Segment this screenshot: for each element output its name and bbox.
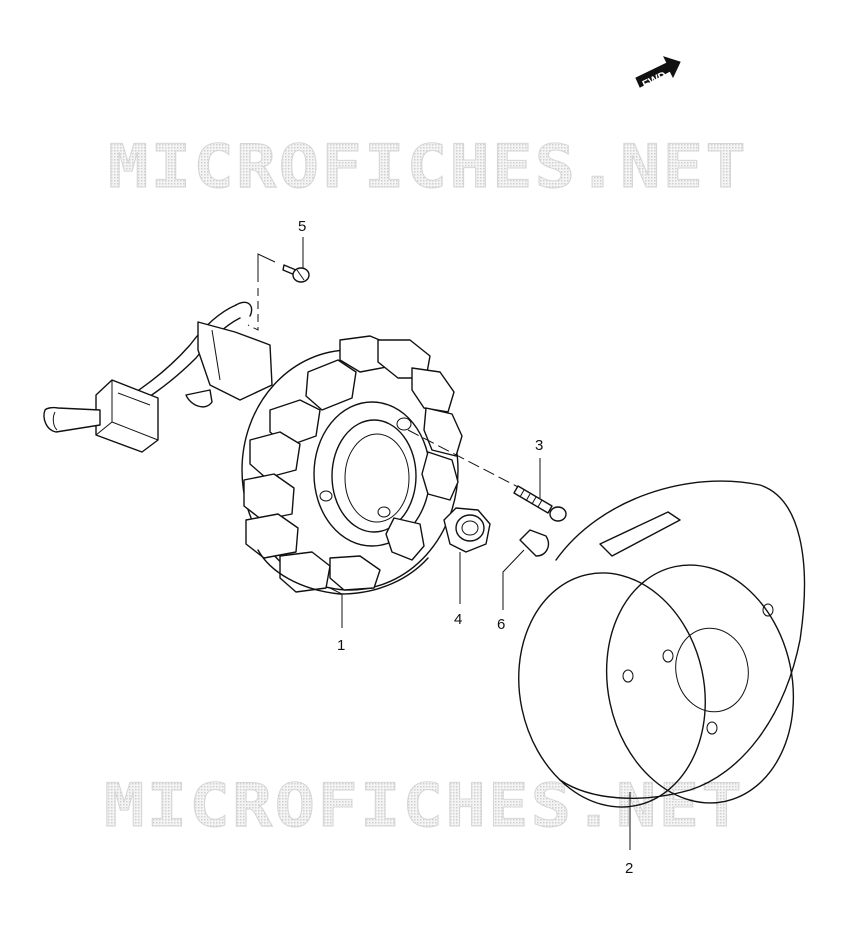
- guide-line-5: [257, 253, 276, 282]
- nut-part-4: [443, 507, 491, 553]
- callout-6: 6: [497, 616, 505, 633]
- screw-part-3: [513, 485, 567, 522]
- fwd-arrow-icon: FWD: [635, 56, 681, 91]
- rotor-part-2: [518, 480, 806, 808]
- leader-line-6: [502, 549, 525, 610]
- leader-line-1: [329, 587, 343, 628]
- callout-1: 1: [337, 637, 345, 654]
- callout-4: 4: [454, 611, 462, 628]
- callout-5: 5: [298, 218, 306, 235]
- callout-3: 3: [535, 437, 543, 454]
- callout-2: 2: [625, 860, 633, 877]
- key-part-6: [519, 529, 550, 557]
- watermark-bottom: MICROFICHES.NET: [104, 771, 744, 841]
- stator-part-1: [241, 335, 463, 595]
- fwd-label: FWD: [641, 70, 669, 91]
- guide-dash-5: [247, 288, 259, 331]
- watermark-top: MICROFICHES.NET: [108, 132, 748, 202]
- screw-part-5: [282, 264, 310, 283]
- guide-line-3: [407, 429, 521, 489]
- wiring-harness: [43, 301, 273, 453]
